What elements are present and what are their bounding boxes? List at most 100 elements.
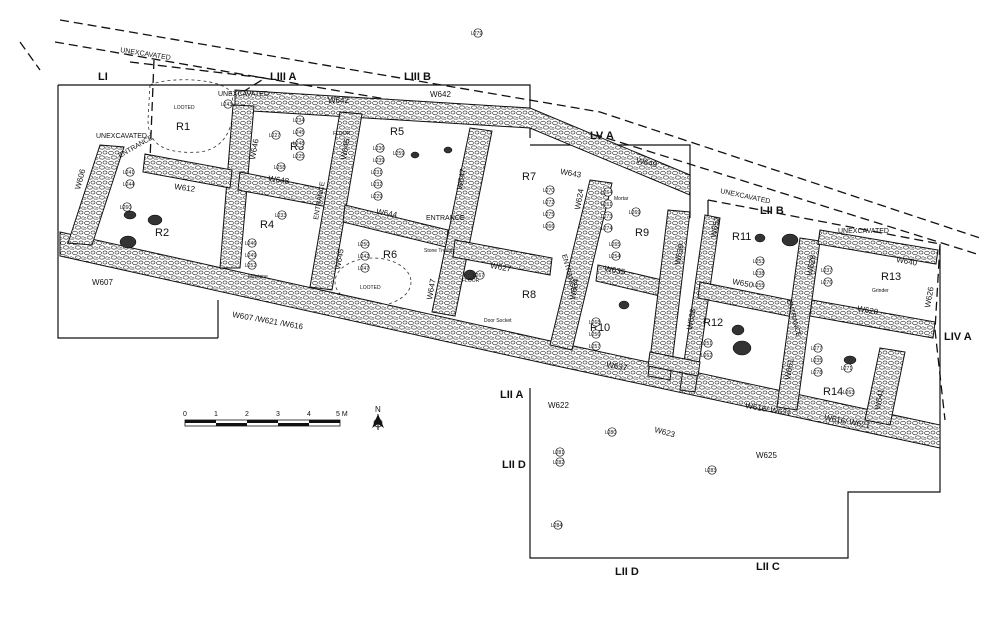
wall-label: W645 (339, 138, 352, 161)
locus-marker: L262 (701, 350, 713, 360)
locus-label: L225 (293, 154, 304, 160)
locus-marker: L239 (373, 155, 385, 165)
wall-label: W650 (732, 277, 755, 290)
locus-label: L265 (609, 242, 620, 248)
north-label: N (375, 405, 381, 414)
locus-label: L245 (293, 130, 304, 136)
locus-marker: L266 (543, 221, 555, 231)
scale-tick: 0 (183, 411, 187, 418)
wall-label: W620 (857, 304, 880, 317)
scale-tick: 2 (245, 411, 249, 418)
wall-label: W646 (248, 138, 261, 161)
looted-label: LOOTED (360, 285, 381, 291)
locus-label: L229 (371, 194, 382, 200)
loci-layer: L243L234L245L248L241L244L246L249L252L260… (120, 28, 855, 530)
locus-label: L251 (701, 341, 712, 347)
locus-label: L276 (821, 280, 832, 286)
room-label: R13 (881, 271, 901, 283)
unexcavated-label: UNEXCAVATED (120, 47, 171, 62)
locus-label: L254 (609, 254, 620, 260)
area-label: LII D (615, 566, 639, 578)
locus-marker: L282 (553, 457, 565, 467)
room-label: R7 (522, 171, 536, 183)
locus-marker: L254 (609, 251, 621, 261)
locus-marker: L231 (371, 167, 383, 177)
locus-marker: L273 (601, 211, 613, 221)
misc-label: Stone Trough (424, 248, 454, 254)
wall-label: W622 (548, 401, 569, 410)
scale-bar: 0 1 2 3 4 5 M (183, 411, 348, 427)
scale-tick: 5 M (336, 411, 348, 418)
locus-label: L270 (543, 188, 554, 194)
wall-label: W643 (560, 167, 583, 180)
locus-label: L281 (553, 450, 564, 456)
locus-label: L273 (601, 214, 612, 220)
locus-label: L242 (358, 254, 369, 260)
scale-tick: 4 (307, 411, 311, 418)
locus-label: L236 (373, 146, 384, 152)
locus-label: L233 (275, 213, 286, 219)
locus-marker: L237 (821, 265, 833, 275)
wall-label: W607 /W621 /W616 (232, 310, 305, 331)
wall-label: W641 (873, 388, 886, 411)
room-label: R5 (390, 126, 404, 138)
locus-label: L258 (274, 165, 285, 171)
locus-label: L246 (245, 241, 256, 247)
locus-marker: L283 (705, 465, 717, 475)
locus-marker: L268 (589, 317, 601, 327)
locus-label: L274 (601, 226, 612, 232)
locus-label: L256 (589, 332, 600, 338)
room-label: R9 (635, 227, 649, 239)
locus-label: L248 (293, 141, 304, 147)
locus-label: L272 (543, 200, 554, 206)
area-label: LV A (590, 130, 614, 142)
wall-label: W634 (568, 278, 581, 301)
wall-label: W626 (923, 286, 936, 309)
area-label: LI (98, 71, 108, 83)
locus-marker: L274 (601, 223, 613, 233)
area-label: LII A (500, 389, 523, 401)
locus-marker: L245 (293, 127, 305, 137)
locus-marker: L279 (471, 28, 483, 38)
locus-marker: L227 (269, 130, 281, 140)
locus-label: L238 (753, 271, 764, 277)
locus-label: L250 (358, 242, 369, 248)
locus-label: L283 (705, 468, 716, 474)
locus-label: L257 (589, 344, 600, 350)
locus-marker: L242 (358, 251, 370, 261)
locus-label: L268 (589, 320, 600, 326)
wall-label: W635 (604, 264, 627, 277)
scale-tick: 1 (214, 411, 218, 418)
locus-marker: L280 (605, 427, 617, 437)
locus-label: L232 (371, 182, 382, 188)
locus-marker: L236 (373, 143, 385, 153)
unexcavated-label: UNEXCAVATED (838, 228, 889, 235)
locus-marker: L250 (358, 239, 370, 249)
misc-label: Door Socket (484, 318, 512, 324)
misc-label: Mortar (614, 196, 629, 202)
locus-marker: L271 (841, 363, 853, 373)
locus-label: L227 (269, 133, 280, 139)
locus-label: L231 (371, 170, 382, 176)
locus-marker: L265 (609, 239, 621, 249)
wall-label: W647 (425, 278, 438, 301)
locus-label: L262 (701, 353, 712, 359)
locus-marker: L284 (551, 520, 563, 530)
room-label: R14 (823, 386, 843, 398)
wall-label: W625 (756, 451, 777, 460)
locus-marker: L249 (245, 250, 257, 260)
north-arrow-icon: N (372, 405, 384, 430)
locus-marker: L260 (120, 202, 132, 212)
locus-marker: L277 (811, 343, 823, 353)
locus-marker: L270 (543, 185, 555, 195)
wall-label: W638 (685, 308, 698, 331)
wall-label: W642 (430, 90, 451, 99)
locus-label: L284 (551, 523, 562, 529)
entrance-label: ENTRANCE (426, 215, 465, 222)
locus-marker: L263 (843, 387, 855, 397)
floor-label: FLOOR (333, 131, 351, 137)
wall-label: W649 (636, 156, 659, 169)
locus-label: L264 (601, 190, 612, 196)
